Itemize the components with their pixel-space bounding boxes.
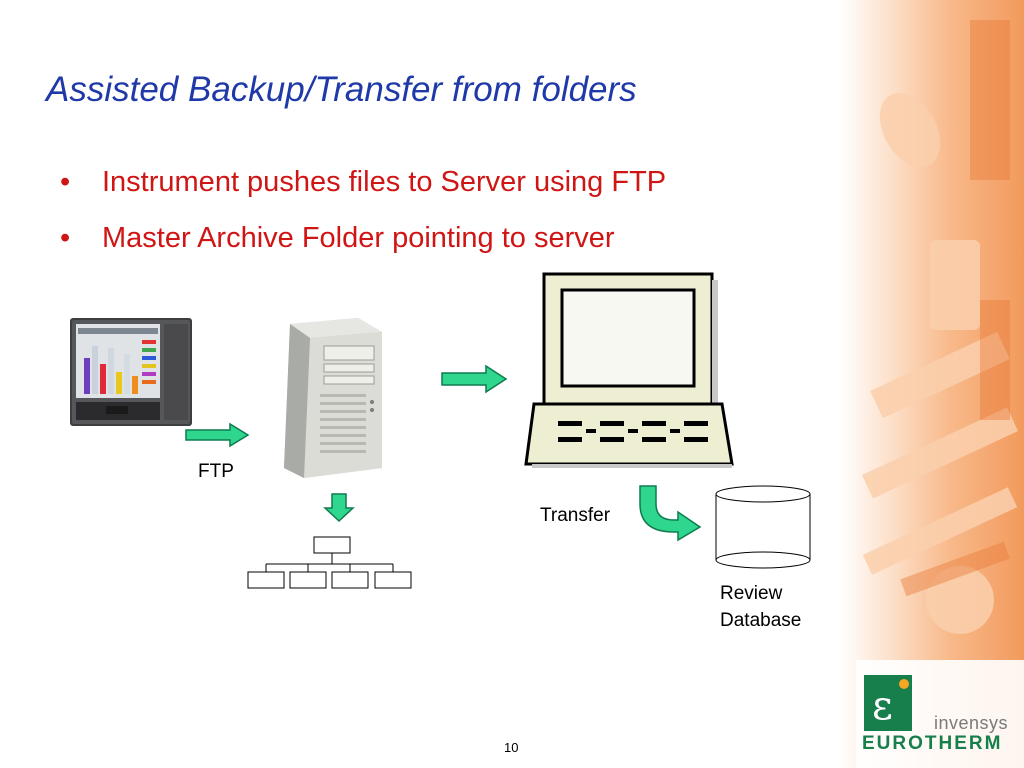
ftp-label: FTP <box>198 461 234 482</box>
folder-child <box>289 571 327 589</box>
bullet-item: • Instrument pushes files to Server usin… <box>60 162 666 218</box>
decorative-side-photo <box>840 0 1024 768</box>
bullet-list: • Instrument pushes files to Server usin… <box>60 162 666 274</box>
database-cylinder-icon <box>715 485 811 569</box>
transfer-label: Transfer <box>540 505 611 526</box>
arrow-right-icon <box>441 364 508 394</box>
svg-text:ε: ε <box>872 683 893 729</box>
server-tower-icon <box>284 318 382 478</box>
folder-child <box>374 571 412 589</box>
eurotherm-logo-icon: ε <box>864 675 912 731</box>
invensys-brand-text: invensys <box>934 713 1009 733</box>
bullet-item: • Master Archive Folder pointing to serv… <box>60 218 666 274</box>
database-label-line: Review <box>720 583 783 604</box>
curved-arrow-icon <box>639 485 702 542</box>
bullet-text: Master Archive Folder pointing to server <box>102 222 615 254</box>
folder-root <box>313 536 351 554</box>
slide-title: Assisted Backup/Transfer from folders <box>46 70 637 109</box>
database-label: Review Database <box>720 580 801 634</box>
computer-terminal-icon <box>524 272 734 468</box>
arrow-right-icon <box>185 422 250 448</box>
bullet-marker: • <box>60 166 71 198</box>
eurotherm-brand-text: EUROTHERM <box>862 733 1003 754</box>
bullet-text: Instrument pushes files to Server using … <box>102 166 667 198</box>
folder-child <box>247 571 285 589</box>
bullet-marker: • <box>60 222 71 254</box>
folder-child <box>331 571 369 589</box>
recorder-instrument-icon <box>70 318 192 426</box>
folder-tree-diagram <box>247 536 412 589</box>
page-number: 10 <box>504 740 519 755</box>
arrow-down-icon <box>323 493 355 523</box>
database-label-line: Database <box>720 610 802 631</box>
